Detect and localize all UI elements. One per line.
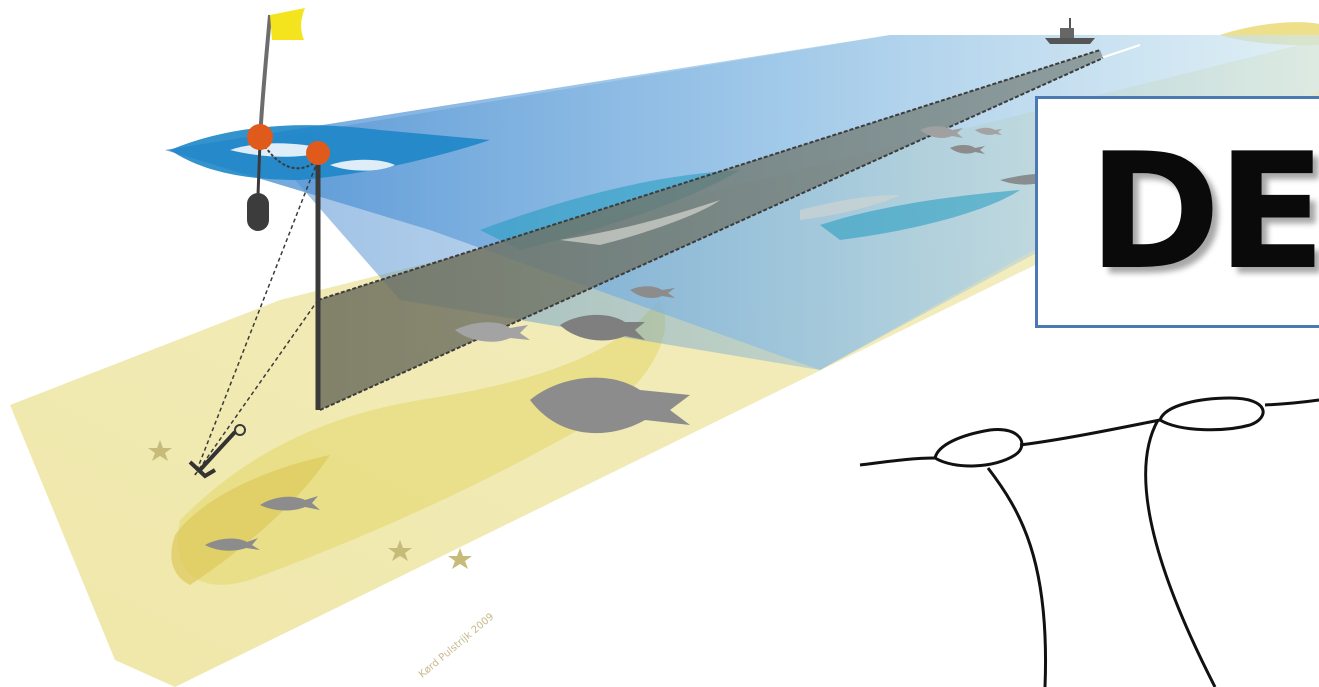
float-line-sketch	[860, 398, 1319, 687]
title-box: DEI	[1035, 96, 1319, 328]
flag-icon	[260, 8, 305, 140]
vessel-icon	[1045, 18, 1095, 44]
title-text: DEI	[1088, 117, 1319, 307]
